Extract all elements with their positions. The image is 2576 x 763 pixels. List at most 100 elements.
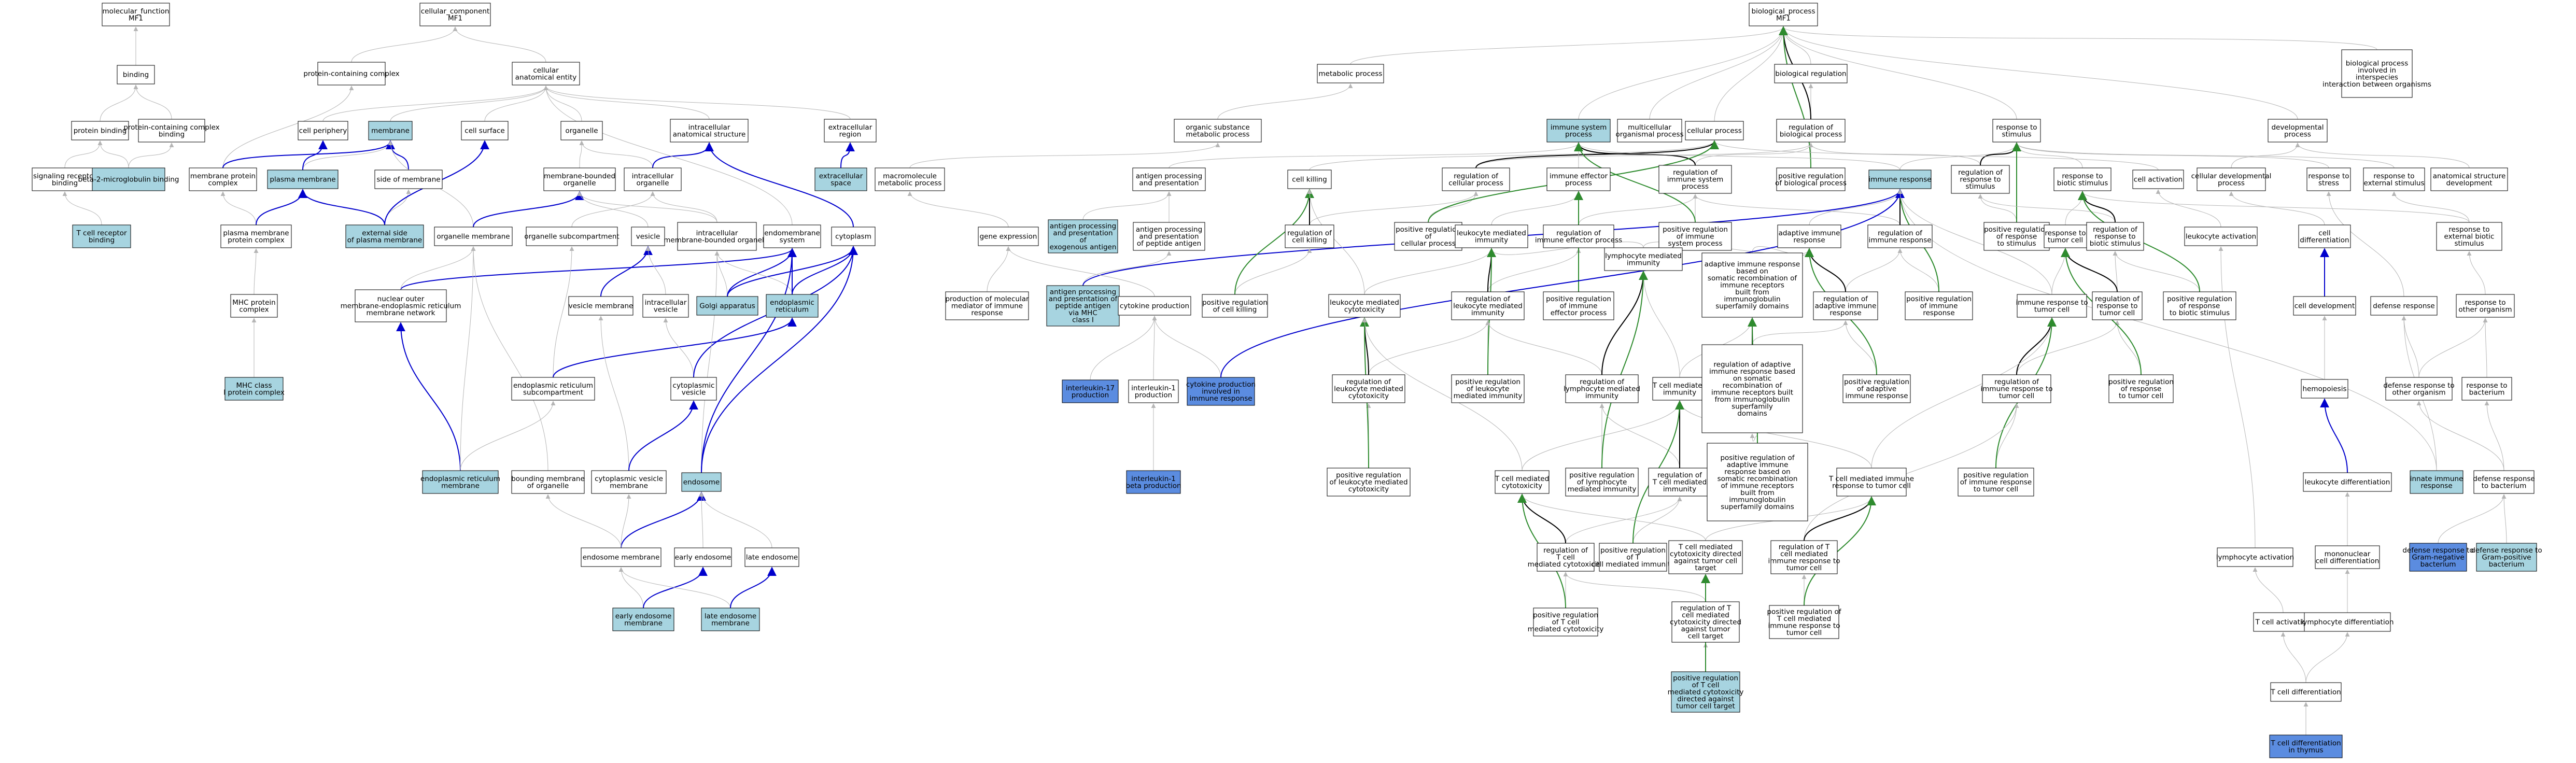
node-immune-response[interactable]: immune response [1868, 169, 1932, 189]
node-side-of-membrane[interactable]: side of membrane [374, 169, 443, 189]
node-endosome-membrane[interactable]: endosome membrane [581, 547, 661, 567]
node-biological-regulation[interactable]: biological regulation [1774, 64, 1848, 83]
node-cytokine-production[interactable]: cytokine production [1118, 296, 1191, 316]
node-t-cell-differentiation[interactable]: T cell differentiation [2270, 682, 2342, 702]
node-cell-surface[interactable]: cell surface [461, 121, 509, 140]
node-plasma-membrane[interactable]: plasma membrane [267, 169, 339, 189]
node-metabolic-process[interactable]: metabolic process [1317, 64, 1384, 83]
node-gene-expression[interactable]: gene expression [978, 227, 1039, 246]
node-vesicle[interactable]: vesicle [631, 227, 665, 246]
node-membrane[interactable]: membrane [368, 121, 413, 140]
node-t-cell-activation[interactable]: T cell activation [2253, 612, 2313, 632]
node-protein-containing-complex[interactable]: protein-containing complex [303, 62, 400, 86]
node-leukocyte-activation[interactable]: leukocyte activation [2184, 227, 2258, 246]
node-lymphocyte-activation[interactable]: lymphocyte activation [2216, 547, 2294, 567]
node-cell-activation[interactable]: cell activation [2132, 169, 2184, 189]
node-organelle-membrane[interactable]: organelle membrane [434, 227, 513, 246]
node-cytoplasm[interactable]: cytoplasm [831, 227, 876, 246]
node-protein-binding[interactable]: protein binding [71, 121, 129, 140]
node-lymphocyte-differentiation[interactable]: lymphocyte differentiation [2301, 612, 2394, 632]
node-leukocyte-differentiation[interactable]: leukocyte differentiation [2303, 472, 2392, 492]
node-defense-response[interactable]: defense response [2370, 296, 2438, 316]
